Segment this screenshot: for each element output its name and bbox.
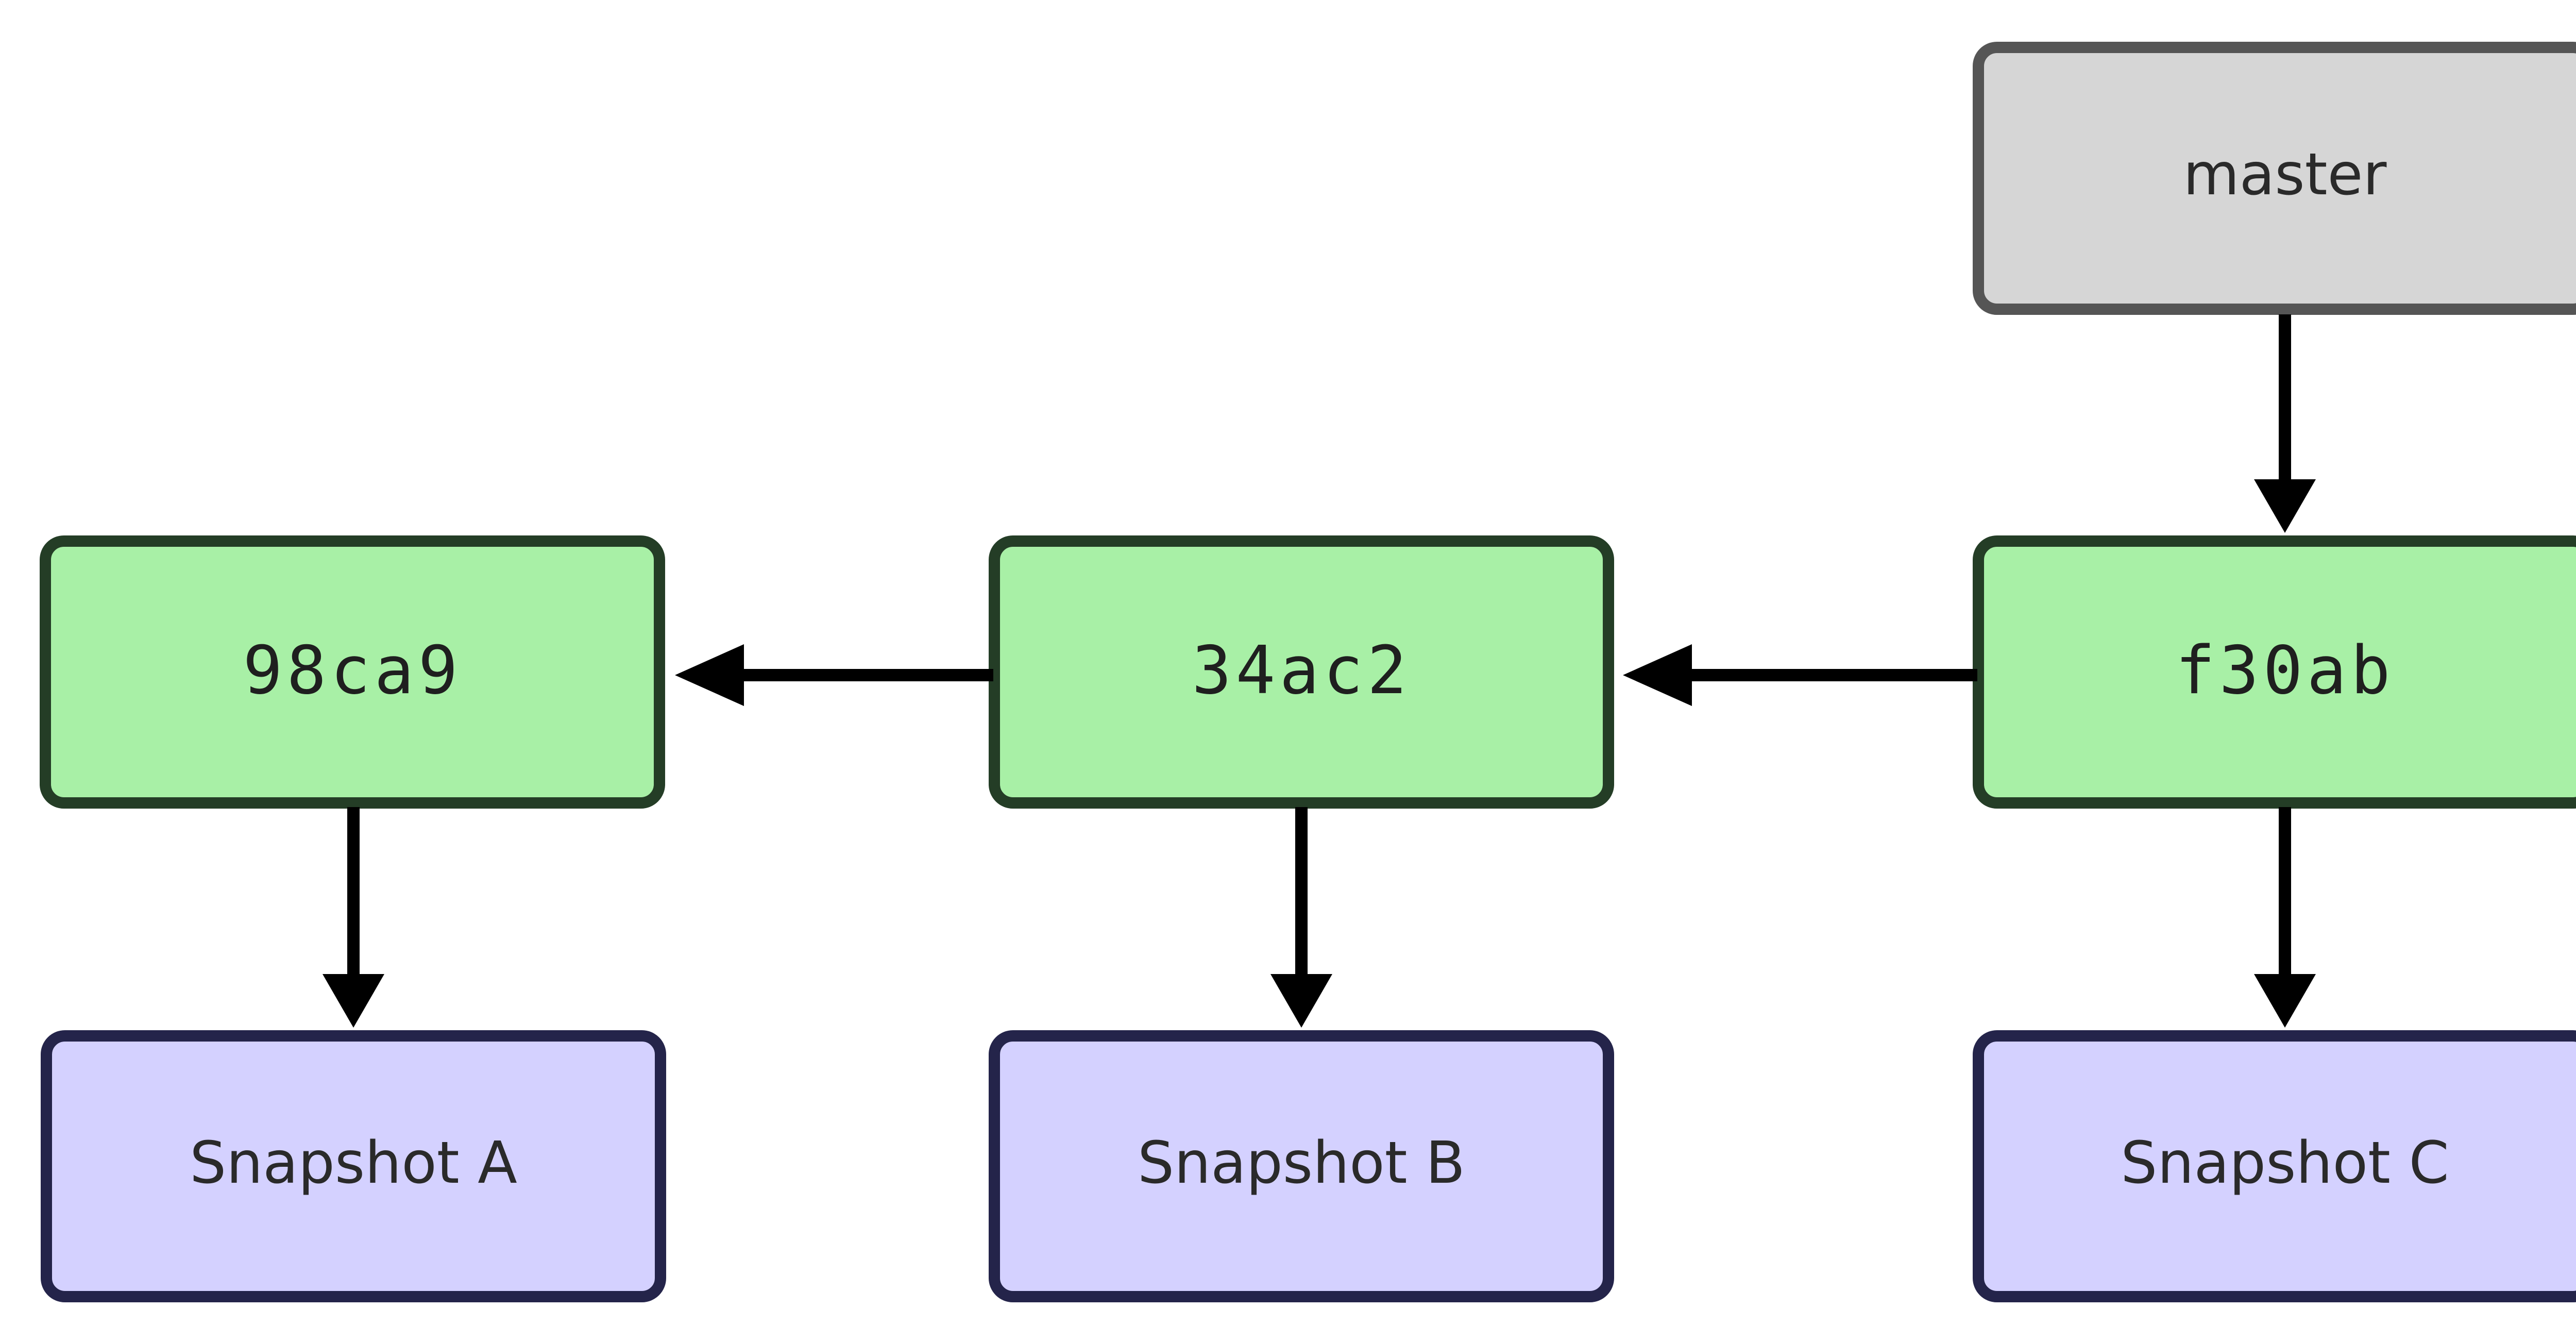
arrow-34ac2-to-98ca9 (675, 644, 993, 706)
branch-master: master (1973, 42, 2576, 315)
commit-98ca9: 98ca9 (40, 535, 665, 809)
commit-box (40, 535, 665, 809)
arrow-f30ab-to-snapshot-c (2254, 807, 2316, 1028)
arrowhead-icon (675, 644, 744, 706)
snapshot-label: Snapshot B (1138, 1130, 1465, 1197)
snapshot-label: Snapshot A (190, 1130, 517, 1197)
snapshot-c: Snapshot C (1973, 1030, 2576, 1302)
commit-box (1973, 535, 2576, 809)
arrowhead-icon (2254, 479, 2316, 533)
branch-box (1973, 42, 2576, 315)
snapshot-box (989, 1030, 1614, 1302)
arrow-master-to-f30ab (2254, 314, 2316, 533)
commit-f30ab: f30ab (1973, 535, 2576, 809)
branch-label: master (2183, 141, 2387, 208)
arrowhead-icon (323, 974, 384, 1028)
arrowhead-icon (1623, 644, 1692, 706)
commit-label: 34ac2 (1192, 632, 1411, 709)
snapshot-box (1973, 1030, 2576, 1302)
commit-label: 98ca9 (243, 632, 462, 709)
arrow-98ca9-to-snapshot-a (323, 807, 384, 1028)
commit-34ac2: 34ac2 (989, 535, 1614, 809)
arrow-34ac2-to-snapshot-b (1270, 807, 1332, 1028)
snapshot-b: Snapshot B (989, 1030, 1614, 1302)
snapshot-label: Snapshot C (2121, 1130, 2449, 1197)
arrowhead-icon (2254, 974, 2316, 1028)
commit-box (989, 535, 1614, 809)
snapshot-a: Snapshot A (41, 1030, 666, 1302)
snapshot-box (41, 1030, 666, 1302)
commit-label: f30ab (2175, 632, 2394, 709)
arrow-f30ab-to-34ac2 (1623, 644, 1977, 706)
arrowhead-icon (1270, 974, 1332, 1028)
